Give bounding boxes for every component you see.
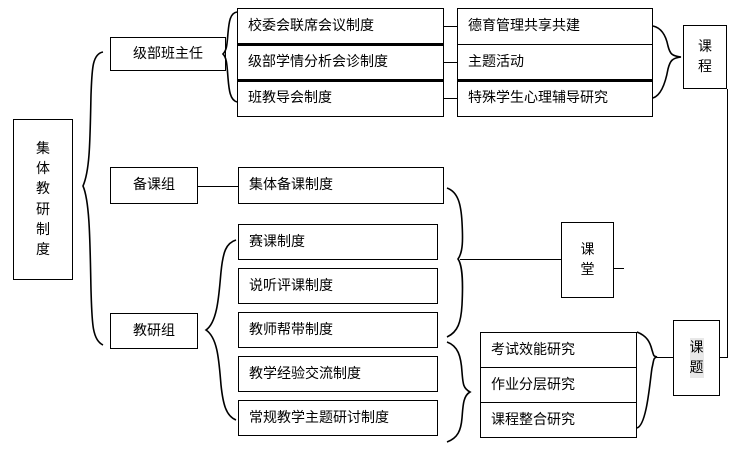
separator-banzhuren-0	[237, 43, 444, 46]
item-box-jiaoyan-1: 说听评课制度	[238, 268, 438, 304]
outcome-kecheng-char-1: 程	[698, 59, 712, 75]
root-char-0: 集	[36, 140, 50, 157]
outcome-box-kecheng: 课 程	[683, 25, 727, 89]
separator-banzhuren-1	[237, 79, 444, 82]
connector-ketang-to-keti-brace	[614, 268, 624, 269]
root-char-4: 制	[36, 221, 50, 238]
root-char-2: 教	[36, 181, 50, 198]
outcome-box-ketang: 课 堂	[561, 222, 614, 298]
outcome-kecheng-char-0: 课	[698, 38, 712, 55]
item-label-keti-1: 作业分层研究	[491, 376, 575, 393]
item-box-keti-0: 考试效能研究	[480, 332, 637, 368]
item-label-keti-0: 考试效能研究	[491, 341, 575, 358]
item-label-keti-2: 课程整合研究	[491, 411, 575, 428]
outcome-ketang-char-0: 课	[580, 241, 595, 258]
separator-deyu-1	[457, 79, 653, 82]
item-label-banzhuren-2: 班教导会制度	[248, 90, 332, 107]
connector-beikezu-item	[198, 186, 238, 187]
connector-banzhuren2-deyu2	[444, 98, 457, 99]
item-label-jiaoyan-0: 赛课制度	[249, 233, 305, 250]
connector-keti-brace-to-box	[657, 357, 673, 358]
brace-deyu-to-kecheng	[652, 25, 682, 99]
root-node-box: 集 体 教 研 制 度	[13, 119, 73, 280]
item-box-banzhuren-0: 校委会联席会议制度	[237, 8, 444, 45]
item-label-banzhuren-1: 级部学情分析会诊制度	[248, 54, 388, 71]
item-label-deyu-1: 主题活动	[468, 54, 524, 71]
item-box-jiaoyan-2: 教师帮带制度	[238, 312, 438, 348]
connector-right-rail-to-keti	[720, 357, 728, 358]
brace-items-to-ketang	[446, 187, 464, 338]
root-char-1: 体	[36, 160, 50, 177]
item-label-jiaoyan-4: 常规教学主题研讨制度	[249, 409, 389, 426]
outcome-ketang-char-1: 堂	[580, 262, 595, 278]
group-label-beikezu: 备课组	[133, 177, 175, 194]
item-box-beike-0: 集体备课制度	[238, 167, 444, 204]
group-box-beikezu: 备课组	[110, 167, 198, 204]
item-box-deyu-1: 主题活动	[457, 44, 653, 81]
brace-keti-research-to-keti	[636, 331, 658, 429]
group-box-jiaoyanzu: 教研组	[110, 313, 198, 349]
outcome-keti-char-0: 课	[689, 337, 704, 358]
root-char-5: 度	[36, 242, 50, 259]
connector-kecheng-right-rail-vertical	[727, 89, 728, 357]
root-char-3: 研	[36, 201, 50, 218]
group-box-banzhuren: 级部班主任	[110, 37, 226, 71]
item-label-deyu-2: 特殊学生心理辅导研究	[468, 90, 608, 107]
brace-jiaoyanzu-to-items	[204, 239, 237, 421]
group-label-banzhuren: 级部班主任	[133, 45, 203, 62]
item-box-banzhuren-2: 班教导会制度	[237, 80, 444, 117]
item-box-keti-2: 课程整合研究	[480, 402, 637, 438]
item-label-jiaoyan-1: 说听评课制度	[249, 277, 333, 294]
item-label-banzhuren-0: 校委会联席会议制度	[248, 18, 374, 35]
connector-banzhuren1-deyu1	[444, 62, 457, 63]
item-box-jiaoyan-4: 常规教学主题研讨制度	[238, 400, 438, 436]
item-label-jiaoyan-3: 教学经验交流制度	[249, 365, 361, 382]
item-box-deyu-0: 德育管理共享共建	[457, 8, 653, 45]
item-label-beike-0: 集体备课制度	[249, 177, 333, 194]
outcome-box-keti: 课 题	[673, 320, 720, 396]
item-box-banzhuren-1: 级部学情分析会诊制度	[237, 44, 444, 81]
item-label-deyu-0: 德育管理共享共建	[468, 18, 580, 35]
group-label-jiaoyanzu: 教研组	[133, 322, 175, 339]
item-box-deyu-2: 特殊学生心理辅导研究	[457, 80, 653, 117]
item-box-keti-1: 作业分层研究	[480, 367, 637, 403]
connector-ketang-brace-to-box	[460, 259, 561, 260]
item-label-jiaoyan-2: 教师帮带制度	[249, 321, 333, 338]
connector-banzhuren0-deyu0	[444, 26, 457, 27]
item-box-jiaoyan-3: 教学经验交流制度	[238, 356, 438, 392]
brace-items-to-keti-research	[446, 341, 472, 443]
outcome-keti-char-1: 题	[689, 358, 704, 379]
brace-root-to-groups	[82, 51, 104, 346]
item-box-jiaoyan-0: 赛课制度	[238, 224, 438, 260]
